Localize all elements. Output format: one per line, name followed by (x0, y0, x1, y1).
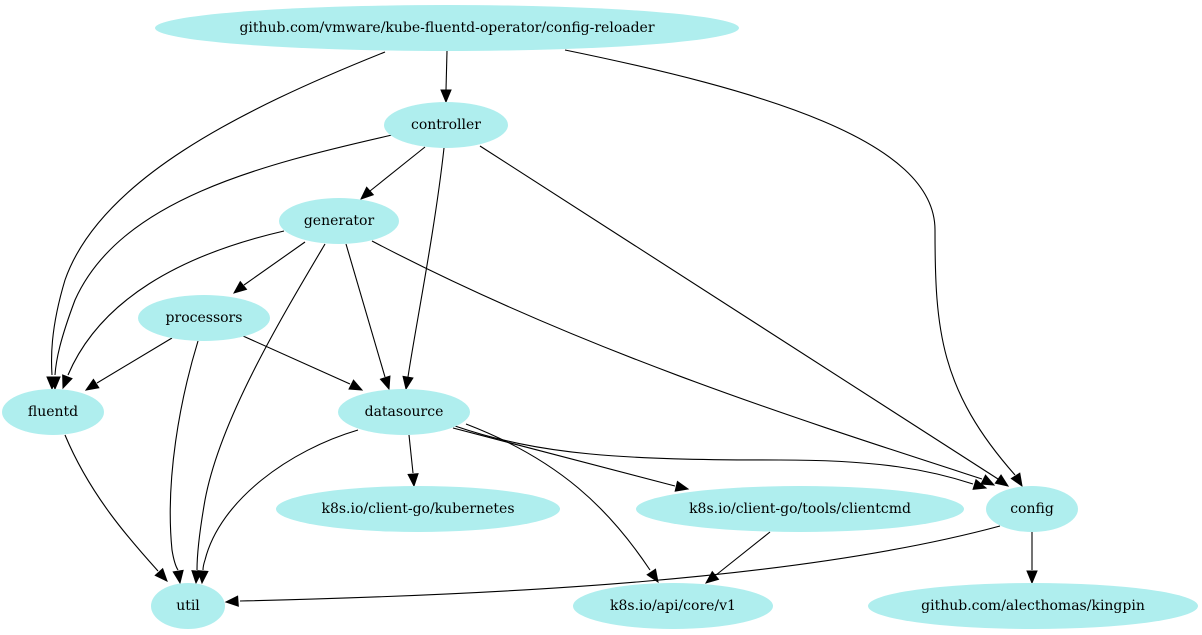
edge-line (371, 240, 983, 480)
edge-root-to-controller (440, 50, 452, 104)
node-datasource-label: datasource (365, 404, 444, 420)
arrowhead-icon (49, 376, 61, 391)
node-generator[interactable]: generator (279, 198, 399, 244)
arrowhead-icon (646, 568, 659, 584)
edge-line (67, 230, 285, 376)
arrowhead-icon (172, 569, 184, 585)
edge-line (454, 425, 974, 485)
node-processors-label: processors (166, 310, 243, 326)
edge-processors-to-datasource (242, 335, 364, 391)
arrowhead-icon (62, 374, 73, 390)
edge-controller-to-config (479, 145, 1010, 487)
edge-config-to-kingpin (1026, 532, 1038, 585)
arrowhead-icon (980, 474, 996, 486)
node-config[interactable]: config (986, 486, 1078, 532)
arrowhead-icon (1010, 472, 1023, 488)
edge-line (479, 145, 999, 480)
node-util[interactable]: util (151, 583, 225, 629)
arrowhead-icon (224, 595, 239, 607)
edge-line (715, 531, 771, 576)
edge-line (239, 525, 1001, 602)
arrowhead-icon (674, 480, 690, 492)
edge-line (202, 429, 359, 571)
edge-datasource-to-corev1 (465, 423, 659, 584)
edge-line (243, 241, 306, 286)
edge-line (64, 434, 159, 572)
edge-generator-to-config (371, 240, 996, 486)
nodes-layer: github.com/vmware/kube-fluentd-operator/… (2, 5, 1198, 629)
edge-line (445, 50, 448, 91)
arrowhead-icon (379, 375, 391, 391)
node-controller-label: controller (411, 117, 481, 133)
edge-clientcmd-to-corev1 (704, 531, 771, 584)
node-root-label: github.com/vmware/kube-fluentd-operator/… (239, 20, 654, 36)
arrowhead-icon (704, 570, 720, 584)
edge-line (564, 49, 1016, 476)
node-fluentd-label: fluentd (28, 404, 78, 420)
edge-line (169, 340, 199, 571)
edge-root-to-config (564, 49, 1023, 488)
node-kingpin-label: github.com/alecthomas/kingpin (921, 598, 1145, 614)
edge-line (242, 335, 351, 385)
arrowhead-icon (402, 375, 414, 391)
node-util-label: util (176, 598, 200, 614)
edge-datasource-to-clientcmd (452, 427, 690, 492)
edge-generator-to-datasource (345, 243, 391, 391)
edge-generator-to-util (191, 243, 326, 585)
arrowhead-icon (197, 570, 209, 585)
edge-fluentd-to-util (64, 434, 168, 582)
edge-line (54, 134, 393, 376)
node-controller[interactable]: controller (384, 102, 508, 148)
arrowhead-icon (360, 186, 375, 200)
arrowhead-icon (407, 473, 419, 488)
node-corev1-label: k8s.io/api/core/v1 (610, 598, 736, 614)
node-clientcmd-label: k8s.io/client-go/tools/clientcmd (689, 501, 911, 517)
edge-processors-to-util (169, 340, 199, 585)
arrowhead-icon (440, 89, 452, 104)
edge-line (407, 147, 445, 378)
node-kubernetes-label: k8s.io/client-go/kubernetes (321, 501, 514, 517)
node-root[interactable]: github.com/vmware/kube-fluentd-operator/… (155, 5, 739, 51)
edges-layer (46, 49, 1038, 607)
arrowhead-icon (972, 478, 988, 490)
edge-datasource-to-kubernetes (407, 434, 419, 488)
edge-line (196, 243, 326, 571)
edge-datasource-to-util (197, 429, 359, 585)
node-kubernetes[interactable]: k8s.io/client-go/kubernetes (276, 486, 560, 532)
node-corev1[interactable]: k8s.io/api/core/v1 (573, 583, 773, 629)
node-config-label: config (1010, 501, 1054, 517)
edge-line (96, 337, 173, 384)
node-generator-label: generator (304, 213, 375, 229)
arrowhead-icon (1026, 570, 1038, 585)
edge-config-to-util (224, 525, 1001, 607)
node-kingpin[interactable]: github.com/alecthomas/kingpin (868, 583, 1198, 629)
edge-controller-to-datasource (402, 147, 445, 391)
arrowhead-icon (348, 379, 364, 391)
edge-line (465, 423, 651, 571)
node-clientcmd[interactable]: k8s.io/client-go/tools/clientcmd (636, 486, 964, 532)
edge-line (452, 427, 676, 487)
edge-controller-to-fluentd (49, 134, 393, 391)
edge-line (50, 51, 386, 376)
arrowhead-icon (154, 567, 168, 582)
edge-processors-to-fluentd (84, 337, 173, 391)
edge-generator-to-fluentd (62, 230, 285, 390)
node-fluentd[interactable]: fluentd (2, 389, 104, 435)
node-datasource[interactable]: datasource (338, 389, 470, 435)
edge-line (369, 146, 426, 192)
node-processors[interactable]: processors (138, 295, 270, 341)
edge-line (408, 434, 414, 474)
edge-line (345, 243, 386, 378)
edge-datasource-to-config (454, 425, 988, 490)
edge-controller-to-generator (360, 146, 426, 200)
edge-generator-to-processors (232, 241, 306, 294)
arrowhead-icon (84, 378, 100, 391)
arrowhead-icon (232, 280, 248, 294)
arrowhead-icon (994, 474, 1010, 487)
